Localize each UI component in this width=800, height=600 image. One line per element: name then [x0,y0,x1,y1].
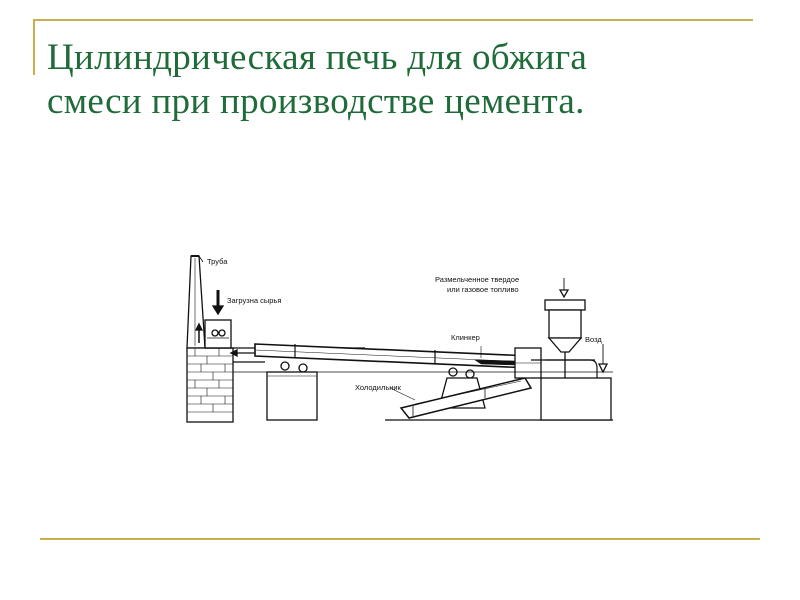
slide-title-line-2: смеси при производстве цемента. [47,81,585,122]
top-left-rule [33,19,35,75]
slide-title-line-1: Цилиндрическая печь для обжига [47,37,588,78]
label-air: Возд [585,335,602,344]
brick-base [186,347,234,423]
chimney [186,255,206,349]
air-inlet [531,344,609,378]
kiln-support-left [266,361,318,421]
kiln-hot-end [514,347,542,379]
label-fuel-line-1: Размельченное твердое [435,275,519,284]
raw-loading-arrow [211,290,225,316]
label-cooler: Холодильник [355,383,402,392]
fuel-input-arrow [558,278,570,299]
label-raw-loading: Загрузна сырья [227,296,281,305]
slide-title: Цилиндрическая печь для обжига смеси при… [47,36,747,124]
kiln-diagram: Труба Загрузна сырья Размельченное тверд… [185,248,615,426]
bottom-rule [40,538,760,540]
ground-platform [233,371,613,421]
kiln-diagram-svg: Труба Загрузна сырья Размельченное тверд… [186,255,613,423]
gas-flow-arrow [229,348,255,358]
top-rule [33,19,753,21]
label-pipe: Труба [207,257,228,266]
label-fuel-line-2: или газовое топливо [447,285,519,294]
rotary-kiln-tube [254,343,532,369]
fuel-bunker [544,299,595,378]
raw-loading-hopper [194,319,232,349]
label-clinker: Клинкер [451,333,480,342]
clinker-cooler [399,377,533,419]
